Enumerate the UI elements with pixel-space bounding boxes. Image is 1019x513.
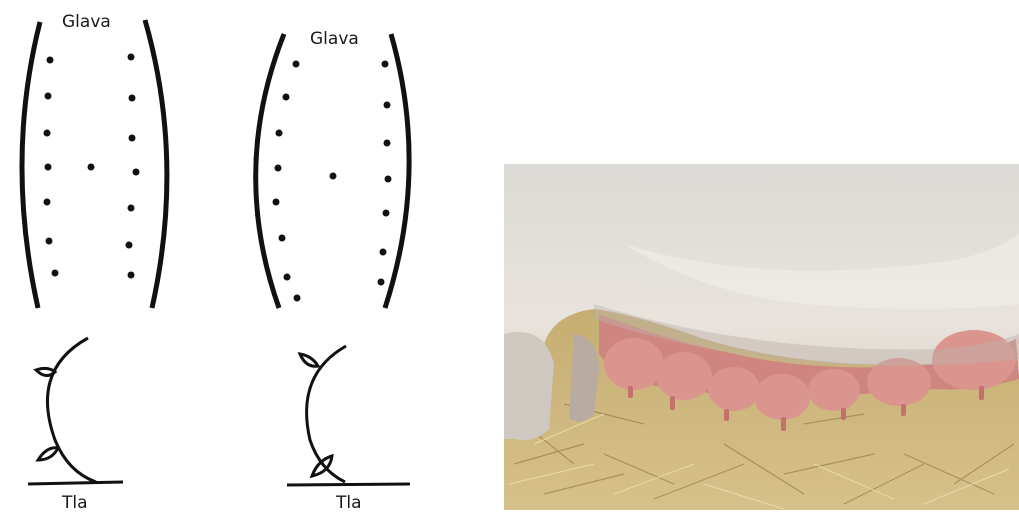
teat-row-right-r	[378, 61, 392, 286]
sow-udder-photo	[504, 164, 1019, 510]
teat-row-left-r	[273, 61, 301, 302]
pig-leg-back	[504, 332, 554, 440]
body-outline-right-r	[385, 34, 409, 308]
extra-teat-r	[330, 173, 337, 180]
head-label-right: Glava	[310, 31, 359, 48]
head-label-left: Glava	[62, 14, 111, 31]
ground-label-left: Tla	[62, 495, 88, 512]
side-profile-right	[287, 346, 410, 485]
ground-label-right: Tla	[336, 495, 362, 512]
